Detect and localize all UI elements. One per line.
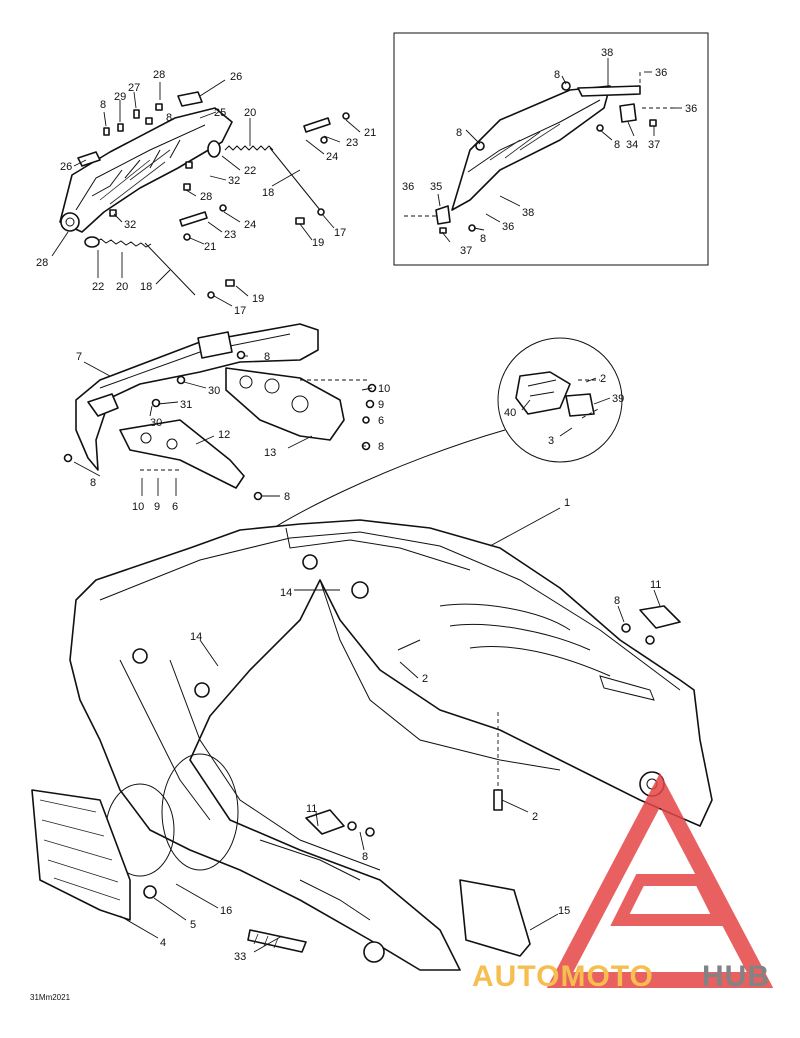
callout-label: 8 (554, 69, 560, 81)
callout-label: 8 (456, 127, 462, 139)
callout-label: 4 (160, 937, 166, 949)
callout-label: 8 (480, 233, 486, 245)
callout-label: 32 (228, 175, 240, 187)
watermark-logo: AUTOMOTO HUB (472, 772, 774, 993)
callout-label: 24 (326, 151, 338, 163)
callout-label: 36 (685, 103, 697, 115)
callout-label: 36 (502, 221, 514, 233)
watermark-text-part2: HUB (702, 960, 770, 993)
callout-label: 11 (306, 803, 317, 815)
callout-label: 37 (460, 245, 472, 257)
callout-label: 36 (402, 181, 414, 193)
callout-label: 8 (166, 112, 172, 124)
callout-label: 8 (378, 441, 384, 453)
callout-label: 10 (132, 501, 144, 513)
callout-label: 37 (648, 139, 660, 151)
callout-label: 16 (220, 905, 232, 917)
callout-label: 35 (430, 181, 442, 193)
callouts-bottom: 1 11 8 14 14 2 2 11 8 16 5 4 15 33 (160, 497, 661, 963)
callout-label: 10 (378, 383, 390, 395)
callout-label: 2 (600, 373, 606, 385)
callout-label: 32 (124, 219, 136, 231)
callout-label: 22 (244, 165, 256, 177)
callout-label: 23 (224, 229, 236, 241)
callout-label: 17 (334, 227, 346, 239)
callout-label: 7 (76, 351, 82, 363)
callout-label: 5 (190, 919, 196, 931)
callout-label: 28 (200, 191, 212, 203)
callout-label: 21 (204, 241, 216, 253)
callout-label: 23 (346, 137, 358, 149)
callout-label: 30 (208, 385, 220, 397)
callouts-top-left: 28 26 8 29 27 8 25 20 21 23 24 26 22 32 … (36, 69, 376, 317)
callout-label: 11 (650, 579, 661, 591)
callout-label: 28 (36, 257, 48, 269)
callout-label: 8 (100, 99, 106, 111)
callout-label: 33 (234, 951, 246, 963)
figure-code: 31Mm2021 (30, 993, 71, 1002)
callout-label: 25 (214, 107, 226, 119)
callout-label: 1 (564, 497, 570, 509)
callout-label: 19 (312, 237, 324, 249)
callout-label: 39 (612, 393, 624, 405)
callout-label: 14 (280, 587, 292, 599)
inset-panel (393, 32, 709, 266)
callout-label: 27 (128, 82, 140, 94)
inset-frame (393, 32, 709, 266)
main-frame (69, 519, 713, 971)
callout-label: 6 (172, 501, 178, 513)
callout-label: 26 (60, 161, 72, 173)
callout-label: 17 (234, 305, 246, 317)
callout-label: 40 (504, 407, 516, 419)
callout-label: 8 (614, 595, 620, 607)
callout-label: 8 (614, 139, 620, 151)
callout-label: 9 (378, 399, 384, 411)
callout-label: 13 (264, 447, 276, 459)
callout-label: 29 (114, 91, 126, 103)
watermark-inner-mark-icon (610, 874, 730, 926)
callout-label: 6 (378, 415, 384, 427)
callout-label: 2 (532, 811, 538, 823)
callout-label: 2 (422, 673, 428, 685)
callout-label: 30 (150, 417, 162, 429)
rear-bumper-assembly (63, 323, 377, 501)
callouts-top-right: 38 8 36 36 8 8 34 37 36 35 38 36 8 37 (402, 47, 697, 257)
callout-label: 24 (244, 219, 256, 231)
callout-label: 12 (218, 429, 230, 441)
callout-label: 22 (92, 281, 104, 293)
rear-arm-assembly (59, 91, 350, 299)
callout-label: 8 (362, 851, 368, 863)
callout-label: 15 (558, 905, 570, 917)
callout-label: 36 (655, 67, 667, 79)
callout-label: 8 (90, 477, 96, 489)
leader-lines (51, 58, 682, 953)
callout-label: 9 (154, 501, 160, 513)
callout-label: 14 (190, 631, 202, 643)
callout-label: 18 (140, 281, 152, 293)
callout-label: 20 (116, 281, 128, 293)
callout-label: 8 (264, 351, 270, 363)
callout-label: 38 (601, 47, 613, 59)
callout-label: 3 (548, 435, 554, 447)
watermark-text-part1: AUTOMOTO (472, 960, 654, 993)
callout-label: 28 (153, 69, 165, 81)
callout-label: 8 (284, 491, 290, 503)
callout-label: 19 (252, 293, 264, 305)
small-parts (31, 605, 681, 957)
callouts-middle: 7 8 30 31 30 10 9 6 12 13 8 8 8 10 9 6 2… (76, 351, 624, 513)
watermark-triangle-icon (546, 772, 774, 988)
callout-label: 38 (522, 207, 534, 219)
callout-label: 21 (364, 127, 376, 139)
callout-label: 31 (180, 399, 192, 411)
callout-label: 34 (626, 139, 638, 151)
callout-label: 26 (230, 71, 242, 83)
callout-label: 18 (262, 187, 274, 199)
callout-label: 20 (244, 107, 256, 119)
